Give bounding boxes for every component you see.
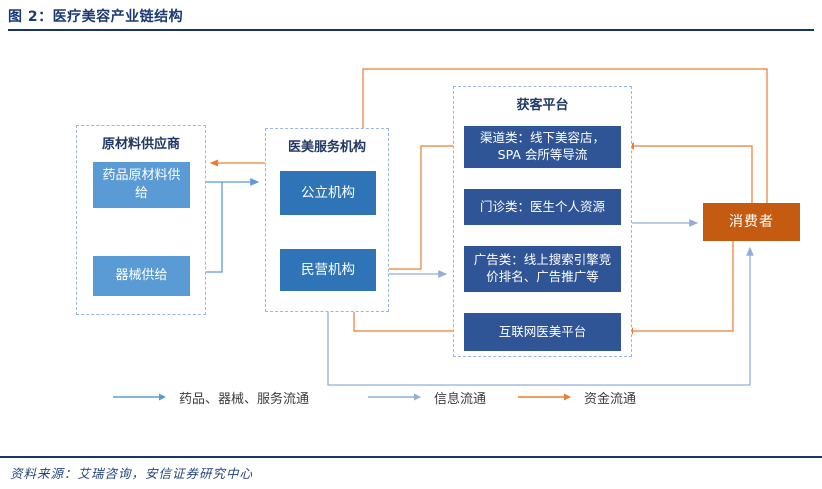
group-raw-material-supplier: 原材料供应商 药品原材料供给 器械供给 xyxy=(76,125,206,315)
node-public-institution: 公立机构 xyxy=(280,171,376,215)
node-drug-raw-material-supply: 药品原材料供给 xyxy=(93,162,190,208)
legend-label-funds-flow: 资金流通 xyxy=(584,391,637,407)
node-device-supply: 器械供给 xyxy=(93,256,190,296)
legend-arrow-info-icon xyxy=(368,393,421,401)
source-note: 资料来源：艾瑞咨询，安信证券研究中心 xyxy=(10,466,254,481)
legend-item-funds-flow: 资金流通 xyxy=(518,388,637,407)
node-private-institution: 民营机构 xyxy=(280,249,376,291)
legend-label-goods-flow: 药品、器械、服务流通 xyxy=(179,391,310,407)
group-title-acquisition-platform: 获客平台 xyxy=(516,98,569,113)
legend-label-info-flow: 信息流通 xyxy=(434,391,487,407)
flow-funds-channel-to-private xyxy=(380,145,463,273)
flow-funds-consumer-to-channel xyxy=(625,142,753,203)
node-internet-medical-platform: 互联网医美平台 xyxy=(464,313,621,351)
figure-title: 图 2：医疗美容产业链结构 xyxy=(8,9,184,25)
title-underline xyxy=(8,29,814,31)
footer-rule xyxy=(0,456,822,458)
legend-item-goods-flow: 药品、器械、服务流通 xyxy=(113,388,310,407)
node-clinic-doctor-resources: 门诊类：医生个人资源 xyxy=(464,189,621,225)
legend-item-info-flow: 信息流通 xyxy=(368,388,487,407)
group-service-institutions: 医美服务机构 公立机构 民营机构 xyxy=(265,128,389,312)
legend-arrow-funds-icon xyxy=(518,393,571,401)
group-title-service-institutions: 医美服务机构 xyxy=(287,140,366,155)
flow-funds-consumer-to-internet xyxy=(624,241,734,335)
group-acquisition-platform: 获客平台 渠道类：线下美容店，SPA 会所等导流 门诊类：医生个人资源 广告类：… xyxy=(453,86,632,357)
node-channel-offline-stores: 渠道类：线下美容店，SPA 会所等导流 xyxy=(464,126,621,168)
legend-arrow-goods-icon xyxy=(113,393,166,401)
node-advertising-search-bidding: 广告类：线上搜索引擎竞价排名、广告推广等 xyxy=(464,246,621,292)
group-title-raw-material-supplier: 原材料供应商 xyxy=(101,137,180,152)
node-consumer: 消费者 xyxy=(703,203,800,241)
